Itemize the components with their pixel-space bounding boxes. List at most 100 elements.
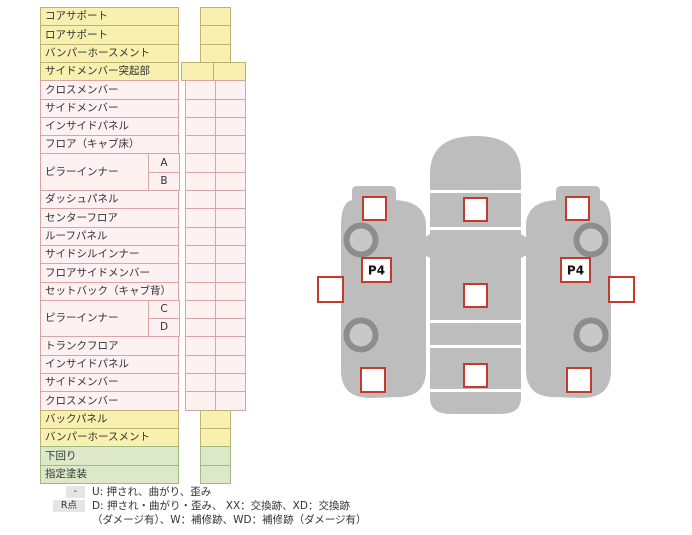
check-cell[interactable]: [185, 172, 216, 191]
check-cell[interactable]: [185, 373, 216, 392]
check-cell[interactable]: [215, 80, 246, 100]
legend-text-u: U: 押され、曲がり、歪み: [92, 486, 212, 498]
legend-badge-minus: -: [65, 486, 85, 498]
right-rear-wheel: [573, 317, 609, 353]
part-label: サイドメンバー: [40, 99, 179, 118]
check-cell[interactable]: [200, 465, 231, 484]
marker-center-front[interactable]: [463, 197, 488, 222]
legend-line-3: （ダメージ有）、W：補修跡、WD：補修跡（ダメージ有）: [45, 514, 367, 527]
check-cell[interactable]: [213, 62, 246, 81]
car-top-rear-bumper: [430, 392, 521, 414]
marker-center-roof[interactable]: [463, 283, 488, 308]
part-label: ピラーインナー: [40, 300, 149, 337]
check-cell[interactable]: [185, 208, 216, 228]
check-cell[interactable]: [185, 135, 216, 154]
vehicle-diagram: P4 P4: [317, 136, 635, 414]
part-label: セットバック（キャブ背）: [40, 282, 179, 301]
check-cell[interactable]: [185, 153, 216, 173]
check-cell[interactable]: [200, 446, 231, 466]
check-cell[interactable]: [185, 80, 216, 100]
part-label: センターフロア: [40, 208, 179, 228]
part-sublabel: A: [148, 153, 180, 173]
check-cell[interactable]: [185, 355, 216, 374]
marker-left-fender[interactable]: [362, 196, 387, 221]
part-label: ピラーインナー: [40, 153, 149, 191]
part-label: コアサポート: [40, 7, 179, 26]
part-label: クロスメンバー: [40, 80, 179, 100]
check-cell[interactable]: [200, 428, 231, 447]
check-cell[interactable]: [215, 336, 246, 356]
check-cell[interactable]: [215, 227, 246, 246]
check-cell[interactable]: [185, 318, 216, 337]
check-cell[interactable]: [215, 391, 246, 411]
check-cell[interactable]: [215, 190, 246, 209]
check-cell[interactable]: [215, 300, 246, 319]
marker-right-quarter[interactable]: [566, 367, 592, 393]
part-label: サイドシルインナー: [40, 245, 179, 264]
check-cell[interactable]: [215, 208, 246, 228]
part-label: ダッシュパネル: [40, 190, 179, 209]
check-cell[interactable]: [185, 336, 216, 356]
check-cell[interactable]: [215, 355, 246, 374]
check-cell[interactable]: [185, 99, 216, 118]
check-cell[interactable]: [200, 410, 231, 429]
check-cell[interactable]: [215, 99, 246, 118]
legend-text-d: D: 押され・曲がり・歪み、 XX：交換跡、XD：交換跡: [92, 500, 350, 512]
check-cell[interactable]: [185, 300, 216, 319]
check-cell[interactable]: [215, 373, 246, 392]
part-label: ロアサポート: [40, 25, 179, 45]
marker-right-fender[interactable]: [565, 196, 590, 221]
check-cell[interactable]: [185, 190, 216, 209]
check-cell[interactable]: [200, 7, 231, 26]
check-cell[interactable]: [200, 44, 231, 63]
marker-left-p4-box[interactable]: [361, 257, 392, 283]
part-sublabel: B: [148, 172, 180, 191]
check-cell[interactable]: [185, 227, 216, 246]
left-p4-label: P4: [368, 264, 385, 278]
part-label: バンパーホースメント: [40, 428, 179, 447]
check-cell[interactable]: [215, 282, 246, 301]
check-cell[interactable]: [185, 391, 216, 411]
part-sublabel: C: [148, 300, 180, 319]
right-p4-label: P4: [567, 264, 584, 278]
car-top-rear-window: [430, 323, 521, 345]
check-cell[interactable]: [215, 153, 246, 173]
part-sublabel: D: [148, 318, 180, 337]
part-label: バンパーホースメント: [40, 44, 179, 63]
part-label: フロアサイドメンバー: [40, 263, 179, 283]
legend-line-1: - U: 押され、曲がり、歪み: [45, 486, 367, 499]
check-cell[interactable]: [185, 282, 216, 301]
check-cell[interactable]: [181, 62, 214, 81]
car-top-hood: [430, 136, 521, 190]
left-front-wheel: [343, 222, 379, 258]
marker-right-p4-box[interactable]: [560, 257, 591, 283]
part-label: サイドメンバー突起部: [40, 62, 179, 81]
part-label: トランクフロア: [40, 336, 179, 356]
check-cell[interactable]: [215, 172, 246, 191]
marker-center-trunk[interactable]: [463, 363, 488, 388]
legend-text-d-cont: （ダメージ有）、W：補修跡、WD：補修跡（ダメージ有）: [92, 514, 367, 526]
check-cell[interactable]: [200, 25, 231, 45]
part-label: インサイドパネル: [40, 355, 179, 374]
check-cell[interactable]: [215, 135, 246, 154]
part-label: 下回り: [40, 446, 179, 466]
check-cell[interactable]: [215, 263, 246, 283]
check-cell[interactable]: [185, 117, 216, 136]
legend-badge-rpoint: R点: [52, 500, 85, 512]
check-cell[interactable]: [185, 245, 216, 264]
check-cell[interactable]: [185, 263, 216, 283]
check-cell[interactable]: [215, 318, 246, 337]
legend-line-2: R点 D: 押され・曲がり・歪み、 XX：交換跡、XD：交換跡: [45, 500, 367, 513]
marker-left-sill[interactable]: [317, 276, 344, 303]
legend: - U: 押され、曲がり、歪み R点 D: 押され・曲がり・歪み、 XX：交換跡…: [45, 486, 367, 528]
part-label: 指定塗装: [40, 465, 179, 484]
right-front-wheel: [573, 222, 609, 258]
check-cell[interactable]: [215, 245, 246, 264]
marker-right-sill[interactable]: [608, 276, 635, 303]
part-label: クロスメンバー: [40, 391, 179, 411]
marker-left-quarter[interactable]: [360, 367, 386, 393]
check-cell[interactable]: [215, 117, 246, 136]
part-label: フロア（キャブ床）: [40, 135, 179, 154]
